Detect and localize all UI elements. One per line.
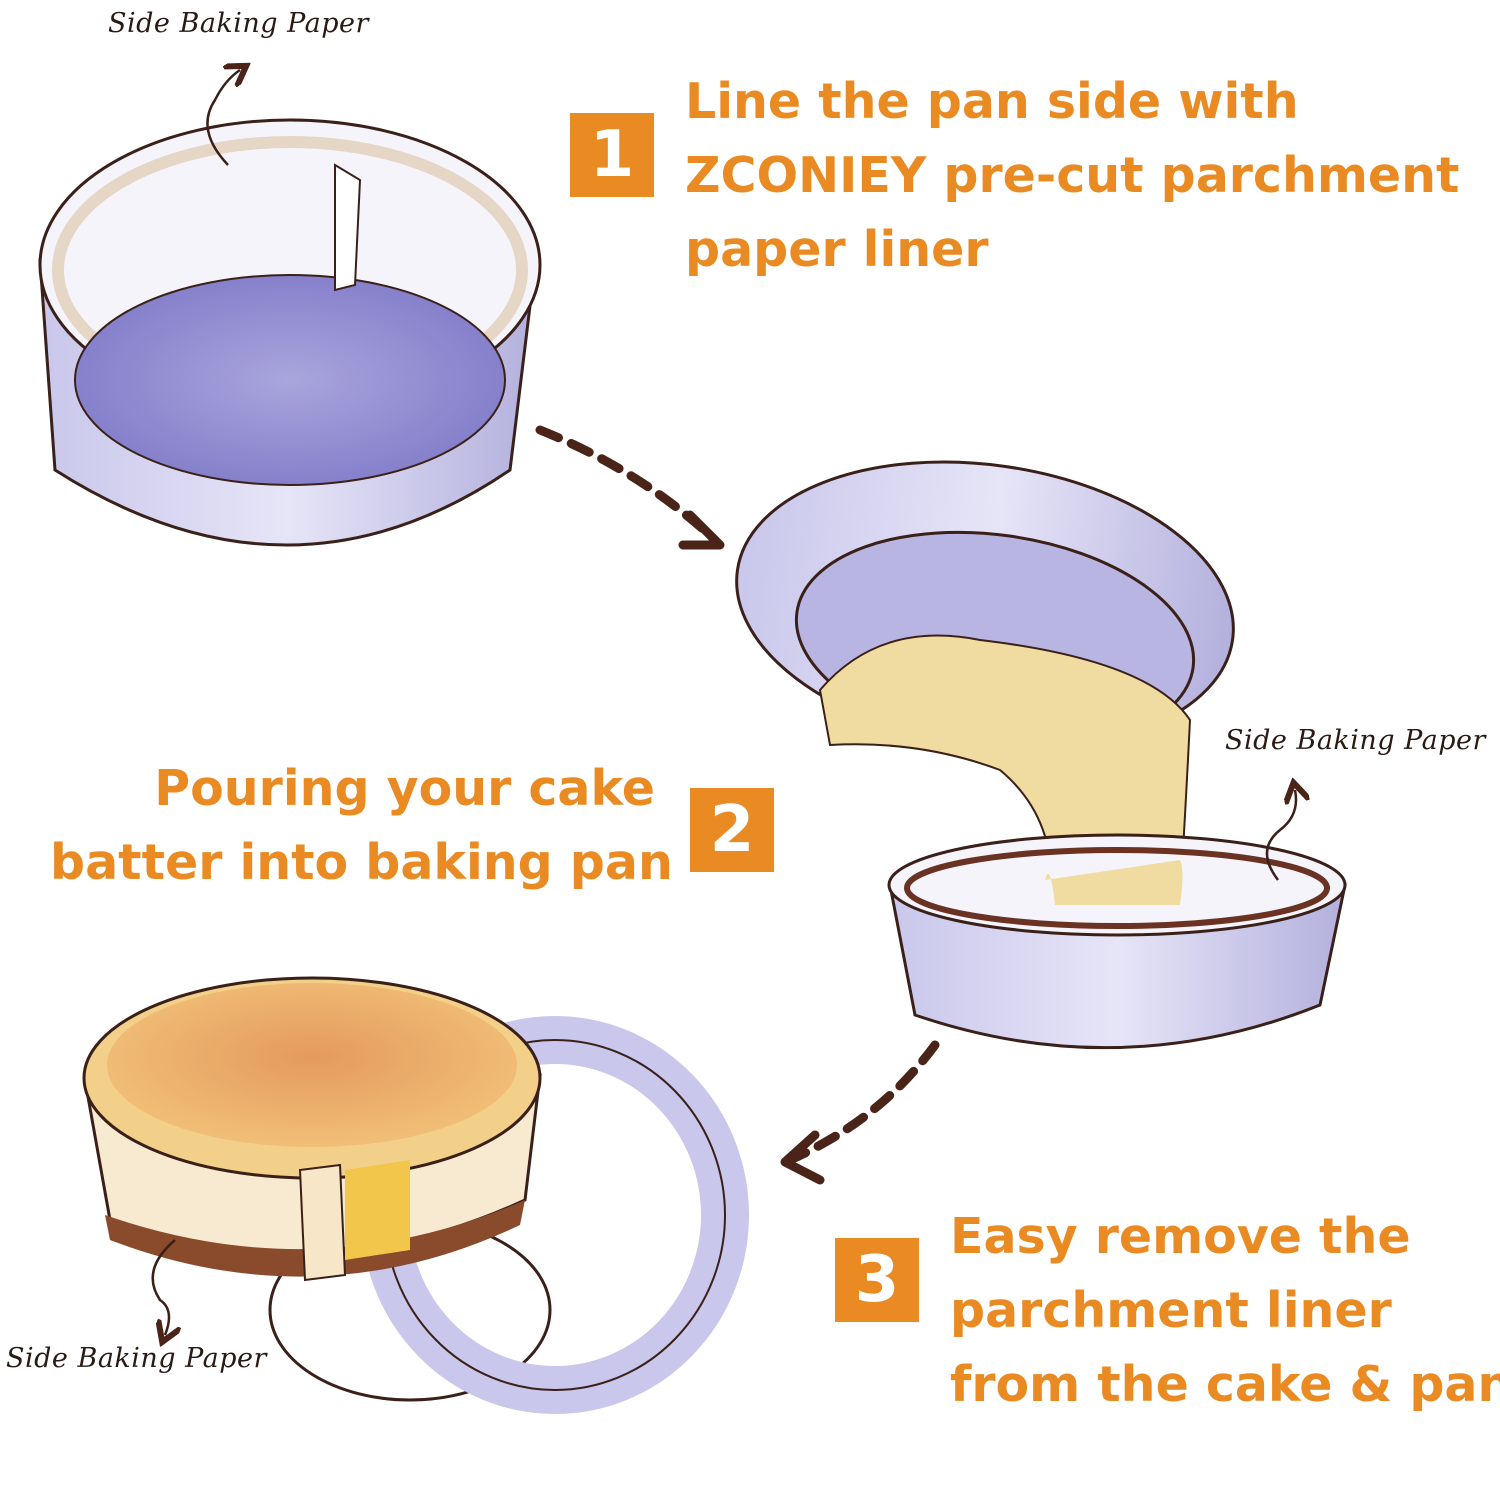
cake-illustration <box>82 976 749 1414</box>
step-1-line-2: ZCONIEY pre-cut parchment <box>685 147 1460 204</box>
pan-2-illustration <box>735 460 1235 907</box>
step-3-line-2: parchment liner <box>950 1282 1392 1339</box>
step-1-line-1: Line the pan side with <box>685 73 1299 130</box>
dashed-arrow-2 <box>785 1040 940 1165</box>
pan-1-illustration <box>38 118 542 547</box>
step-3-text: Easy remove the parchment liner from the… <box>950 1200 1500 1422</box>
arrowhead-1 <box>678 510 725 550</box>
step-1-text: Line the pan side with ZCONIEY pre-cut p… <box>685 65 1459 287</box>
pointer-arrow-3 <box>151 1239 175 1335</box>
pointer-arrow-2 <box>1265 790 1296 881</box>
step-3-line-1: Easy remove the <box>950 1208 1411 1265</box>
pan-3-illustration <box>887 833 1347 1050</box>
step-3-badge: 3 <box>835 1238 919 1322</box>
step-2-text: Pouring your cake batter into baking pan <box>50 752 673 900</box>
arrowhead-2 <box>780 1130 825 1185</box>
side-baking-paper-label-1: Side Baking Paper <box>108 8 369 39</box>
step-1-line-3: paper liner <box>685 221 989 278</box>
step-1-badge: 1 <box>570 113 654 197</box>
side-baking-paper-label-2: Side Baking Paper <box>1225 725 1486 756</box>
step-2-line-1: Pouring your cake <box>154 760 655 817</box>
pointer-arrow-1 <box>206 70 240 166</box>
step-2-line-2: batter into baking pan <box>50 834 673 891</box>
dashed-arrow-1 <box>535 425 720 545</box>
side-baking-paper-label-3: Side Baking Paper <box>6 1343 267 1374</box>
step-3-line-3: from the cake & pan <box>950 1356 1500 1413</box>
step-2-badge: 2 <box>690 788 774 872</box>
